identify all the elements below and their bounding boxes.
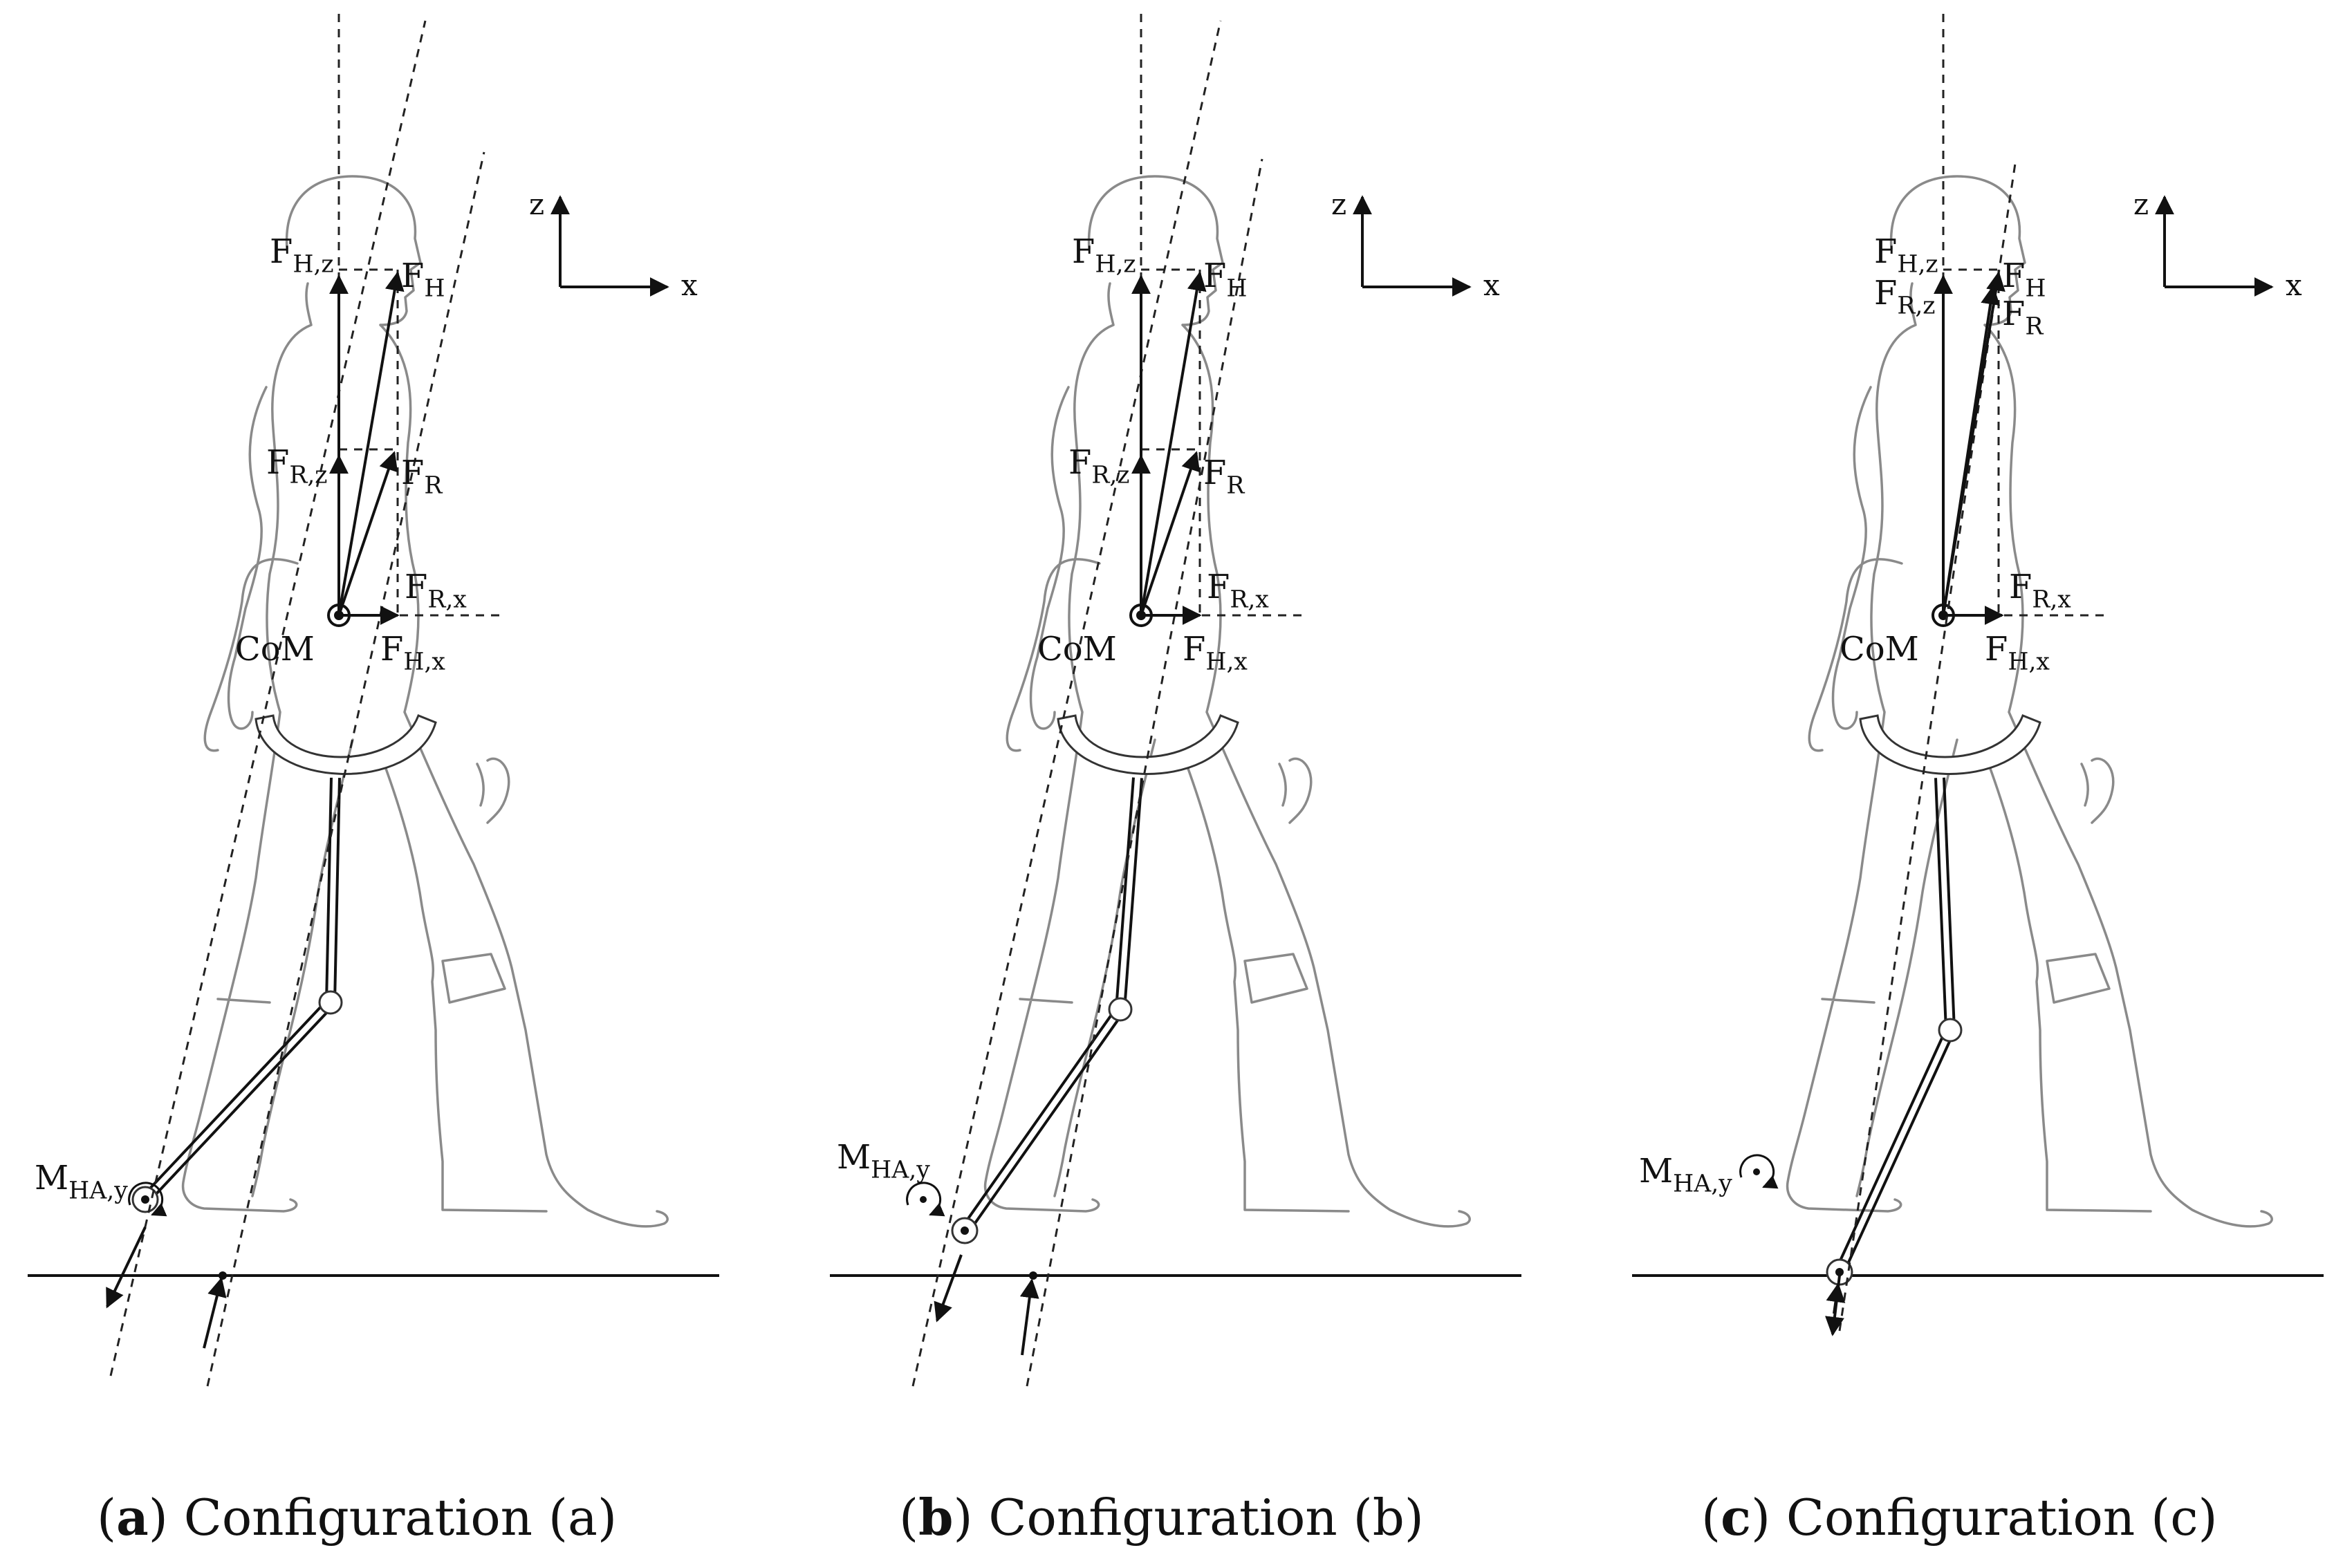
label-axis-x: x xyxy=(1483,268,1500,302)
line-of-action-rear xyxy=(911,20,1222,1387)
force-fh-arrow xyxy=(337,271,405,616)
human-silhouette xyxy=(181,175,669,1228)
panel-caption: (a) Configuration (a) xyxy=(97,1488,617,1547)
thigh-strut xyxy=(1934,778,1948,1031)
moment-symbol xyxy=(1739,1154,1779,1189)
label-f-r-z: FR,z xyxy=(1874,274,1936,319)
moment-center xyxy=(920,1196,927,1203)
label-f-h-z: FH,z xyxy=(1874,232,1938,278)
label-f-h: FH xyxy=(2002,256,2046,302)
pelvis-cuff xyxy=(1859,714,2041,775)
label-f-r-x: FR,x xyxy=(2009,568,2071,613)
moment-center xyxy=(1753,1168,1760,1175)
shank-strut xyxy=(1842,1031,1956,1275)
label-f-h-z: FH,z xyxy=(270,232,334,278)
thigh-strut xyxy=(333,778,341,1003)
force-fr-arrow xyxy=(1140,451,1201,616)
label-moment: MHA,y xyxy=(35,1159,128,1204)
thigh-strut xyxy=(1115,777,1136,1009)
label-f-h-x: FH,x xyxy=(1183,630,1248,675)
label-f-r-z: FR,z xyxy=(1068,443,1130,489)
label-axis-x: x xyxy=(2286,268,2302,302)
shank-strut xyxy=(960,1006,1118,1229)
label-f-r: FR xyxy=(401,454,443,499)
line-of-action-rear xyxy=(109,20,427,1376)
label-f-r-z: FR,z xyxy=(266,443,328,489)
label-f-h-x: FH,x xyxy=(1985,630,2050,675)
line-of-action-front xyxy=(1026,158,1263,1387)
knee-joint xyxy=(1938,1018,1963,1043)
ankle-reaction-arrow xyxy=(934,1254,963,1323)
knee-joint xyxy=(1108,997,1133,1022)
force-fr-arrow xyxy=(337,451,398,616)
pelvis-cuff xyxy=(254,714,437,775)
ground-reaction-arrow xyxy=(203,1277,227,1349)
shank-strut xyxy=(1834,1027,1948,1271)
label-axis-z: z xyxy=(1331,187,1346,221)
label-f-r-x: FR,x xyxy=(1207,568,1269,613)
label-f-r: FR xyxy=(2002,295,2044,340)
force-fh-arrow xyxy=(1140,271,1207,616)
thigh-strut xyxy=(1122,778,1143,1010)
ankle-joint-center xyxy=(961,1226,969,1235)
ankle-joint-center xyxy=(1835,1268,1844,1276)
panel-caption: (c) Configuration (c) xyxy=(1701,1488,2218,1547)
shank-strut xyxy=(967,1011,1125,1234)
pelvis-cuff xyxy=(1057,714,1239,775)
label-moment: MHA,y xyxy=(837,1138,930,1184)
human-silhouette xyxy=(983,175,1471,1228)
label-axis-z: z xyxy=(529,187,544,221)
ankle-joint-center xyxy=(141,1195,149,1204)
label-moment: MHA,y xyxy=(1639,1152,1732,1197)
ground-reaction-arrow xyxy=(1019,1278,1039,1356)
label-com: CoM xyxy=(1037,630,1117,669)
panel-caption: (b) Configuration (b) xyxy=(899,1488,1424,1547)
knee-joint xyxy=(318,990,343,1015)
shank-strut xyxy=(147,1004,335,1204)
thigh-strut xyxy=(1942,777,1956,1030)
cop-point xyxy=(1029,1271,1037,1280)
shank-strut xyxy=(141,998,329,1198)
moment-symbol xyxy=(906,1182,945,1217)
label-axis-z: z xyxy=(2133,187,2149,221)
label-f-h: FH xyxy=(1203,256,1247,302)
label-com: CoM xyxy=(235,630,315,669)
ground-reaction-arrow xyxy=(1826,1282,1846,1314)
cop-point xyxy=(219,1271,227,1280)
label-axis-x: x xyxy=(681,268,698,302)
human-silhouette xyxy=(1786,175,2273,1228)
force-fr-arrow xyxy=(1942,285,2001,616)
thigh-strut xyxy=(325,777,333,1002)
ankle-reaction-arrow xyxy=(106,1226,147,1309)
label-f-r-x: FR,x xyxy=(405,568,467,613)
label-f-h-z: FH,z xyxy=(1072,232,1136,278)
label-f-h-x: FH,x xyxy=(380,630,445,675)
line-of-action-front xyxy=(206,151,485,1387)
moment-symbol xyxy=(128,1182,167,1217)
label-f-r: FR xyxy=(1203,454,1245,499)
label-com: CoM xyxy=(1840,630,1919,669)
label-f-h: FH xyxy=(401,256,445,302)
